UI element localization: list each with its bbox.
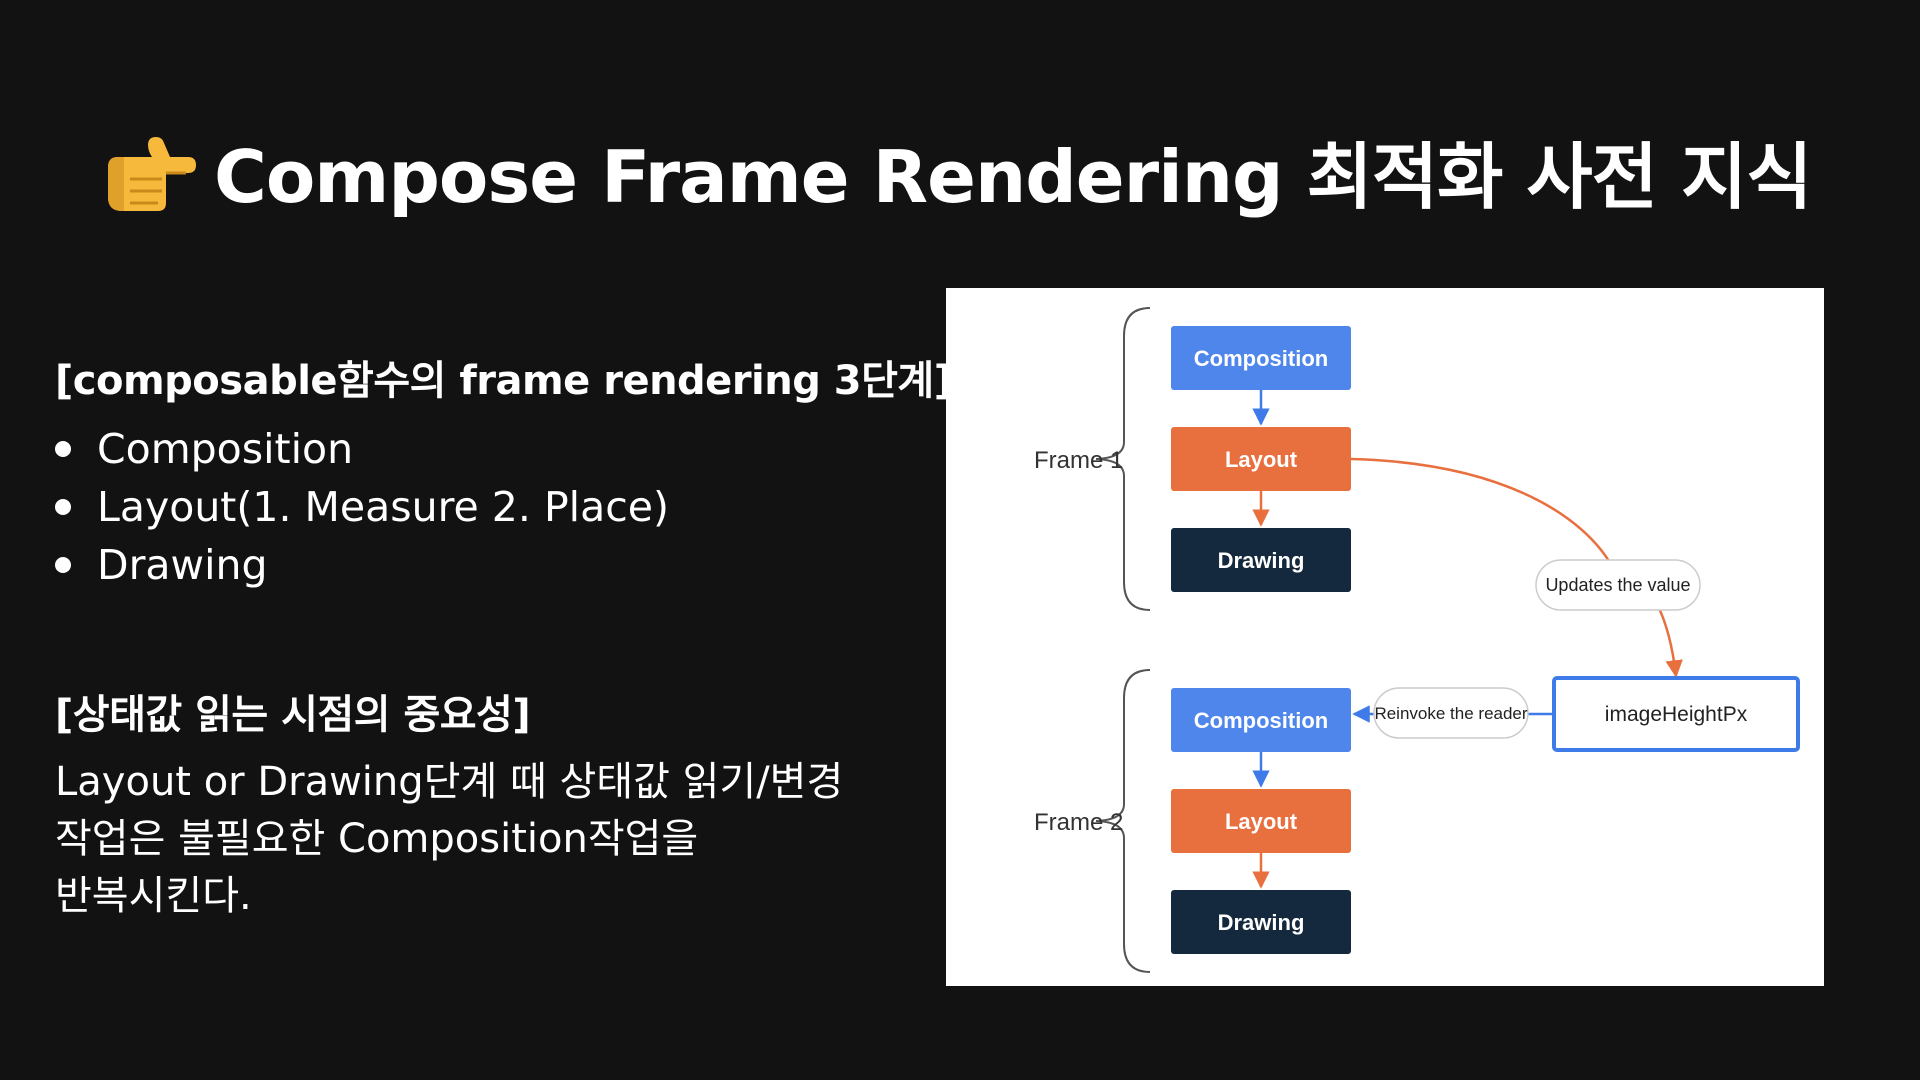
- updates-value-pill: [1535, 559, 1701, 611]
- frame2-drawing-node: [1171, 890, 1351, 954]
- section-heading-state-read: [상태값 읽는 시점의 중요성]: [55, 692, 531, 738]
- frame2-drawing-label: Drawing: [1218, 910, 1305, 935]
- frame1-composition-label: Composition: [1194, 346, 1328, 371]
- frame2-bracket: [1095, 669, 1151, 973]
- list-item: Composition: [55, 420, 915, 478]
- frame2-layout-label: Layout: [1225, 809, 1298, 834]
- paragraph-line: 작업은 불필요한 Composition작업을: [55, 816, 699, 862]
- frame1-composition-node: [1171, 326, 1351, 390]
- list-item: Layout(1. Measure 2. Place): [55, 478, 915, 536]
- reinvoke-reader-label: Reinvoke the reader: [1374, 704, 1527, 723]
- rendering-steps-list: Composition Layout(1. Measure 2. Place) …: [55, 420, 915, 594]
- bullet-icon: [55, 499, 71, 515]
- frame1-drawing-node: [1171, 528, 1351, 592]
- frame1-layout-node: [1171, 427, 1351, 491]
- frame1-drawing-label: Drawing: [1218, 548, 1305, 573]
- frame-rendering-diagram: Frame 1 Composition Layout Drawing Updat…: [946, 288, 1824, 986]
- section-heading-rendering-steps: [composable함수의 frame rendering 3단계]: [55, 358, 952, 404]
- frame1-label: Frame 1: [1034, 447, 1123, 474]
- frame1-bracket: [1095, 307, 1151, 611]
- frame2-layout-node: [1171, 789, 1351, 853]
- list-item-label: Layout(1. Measure 2. Place): [97, 483, 669, 531]
- slide-title-text: Compose Frame Rendering 최적화 사전 지식: [214, 135, 1812, 219]
- image-height-state-label: imageHeightPx: [1605, 703, 1748, 726]
- state-read-section: [상태값 읽는 시점의 중요성] Layout or Drawing단계 때 상…: [55, 682, 915, 925]
- slide-title: Compose Frame Rendering 최적화 사전 지식: [100, 118, 1812, 223]
- paragraph-line: Layout or Drawing단계 때 상태값 읽기/변경: [55, 759, 844, 805]
- list-item-label: Composition: [97, 425, 354, 473]
- list-item-label: Drawing: [97, 541, 268, 589]
- frame2-composition-label: Composition: [1194, 708, 1328, 733]
- left-column: [composable함수의 frame rendering 3단계] Comp…: [55, 348, 952, 925]
- layout-to-state-curve: [1350, 457, 1615, 569]
- state-read-paragraph: Layout or Drawing단계 때 상태값 읽기/변경 작업은 불필요한…: [55, 754, 875, 925]
- list-item: Drawing: [55, 536, 915, 594]
- frame1-layout-label: Layout: [1225, 447, 1298, 472]
- frame2-composition-node: [1171, 688, 1351, 752]
- reinvoke-reader-pill: [1373, 687, 1529, 739]
- updates-value-label: Updates the value: [1545, 575, 1690, 595]
- updates-to-state-arrow: [1656, 605, 1683, 678]
- paragraph-line: 반복시킨다.: [55, 873, 252, 919]
- diagram-canvas: Frame 1 Composition Layout Drawing Updat…: [1034, 307, 1800, 973]
- bullet-icon: [55, 441, 71, 457]
- backhand-index-pointing-right-icon: [100, 123, 196, 219]
- bullet-icon: [55, 557, 71, 573]
- frame2-label: Frame 2: [1034, 809, 1123, 836]
